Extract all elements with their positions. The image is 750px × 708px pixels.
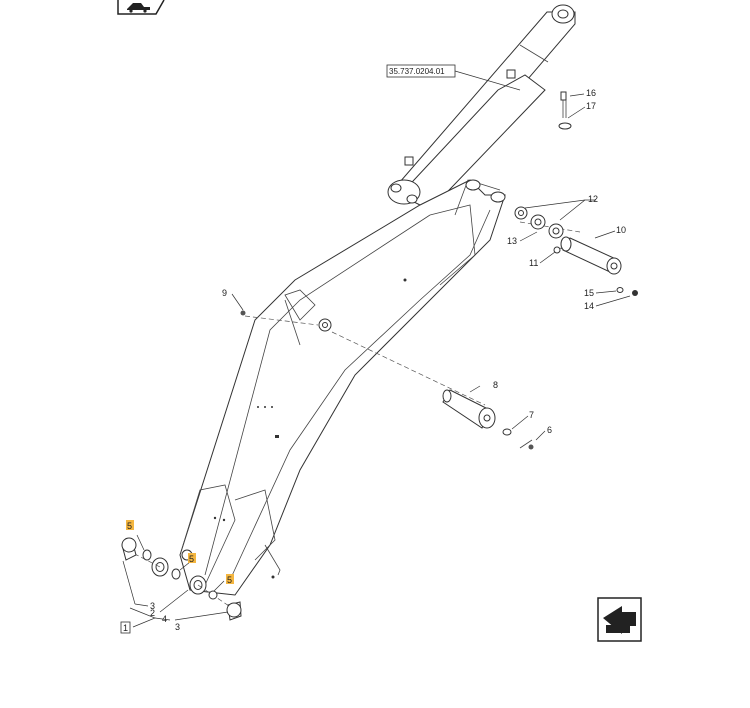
callout-15: 15 bbox=[584, 288, 594, 298]
shims-12 bbox=[514, 206, 564, 254]
reference-code-text: 35.737.0204.01 bbox=[389, 67, 445, 76]
next-page-arrow-icon[interactable] bbox=[597, 597, 642, 642]
callout-11: 11 bbox=[529, 258, 538, 268]
callout-3a: 3 bbox=[150, 601, 155, 611]
pin-8 bbox=[442, 389, 534, 450]
callout-16: 16 bbox=[586, 88, 596, 98]
callout-3b: 3 bbox=[175, 622, 180, 632]
callout-1: 1 bbox=[123, 623, 128, 633]
callout-13: 13 bbox=[507, 236, 517, 246]
callout-5a: 5 bbox=[127, 521, 132, 531]
bolt-16 bbox=[558, 91, 572, 130]
callout-5a-highlight bbox=[126, 520, 134, 530]
callout-9: 9 bbox=[222, 288, 227, 298]
callout-5c-highlight bbox=[226, 574, 234, 584]
leader-lines bbox=[122, 93, 631, 628]
callout-10: 10 bbox=[616, 225, 626, 235]
callout-5b: 5 bbox=[189, 554, 194, 564]
screw-14-15 bbox=[616, 287, 638, 296]
callout-1-box bbox=[120, 621, 131, 634]
callout-8: 8 bbox=[493, 380, 498, 390]
hydraulic-cylinder bbox=[387, 4, 576, 211]
callout-17: 17 bbox=[586, 101, 596, 111]
callout-4: 4 bbox=[162, 614, 167, 624]
callout-7: 7 bbox=[529, 410, 534, 420]
pin-10 bbox=[560, 236, 622, 275]
bushings-3 bbox=[121, 537, 275, 621]
callout-5c: 5 bbox=[227, 575, 232, 585]
excavator-icon bbox=[117, 0, 165, 15]
callout-6: 6 bbox=[547, 425, 552, 435]
callout-2: 2 bbox=[150, 608, 155, 618]
callout-5b-highlight bbox=[188, 553, 196, 563]
callout-12: 12 bbox=[588, 194, 598, 204]
grease-fitting-9 bbox=[240, 310, 246, 316]
reference-code: 35.737.0204.01 bbox=[386, 64, 521, 91]
callout-14: 14 bbox=[584, 301, 594, 311]
boom-arm bbox=[151, 179, 506, 596]
